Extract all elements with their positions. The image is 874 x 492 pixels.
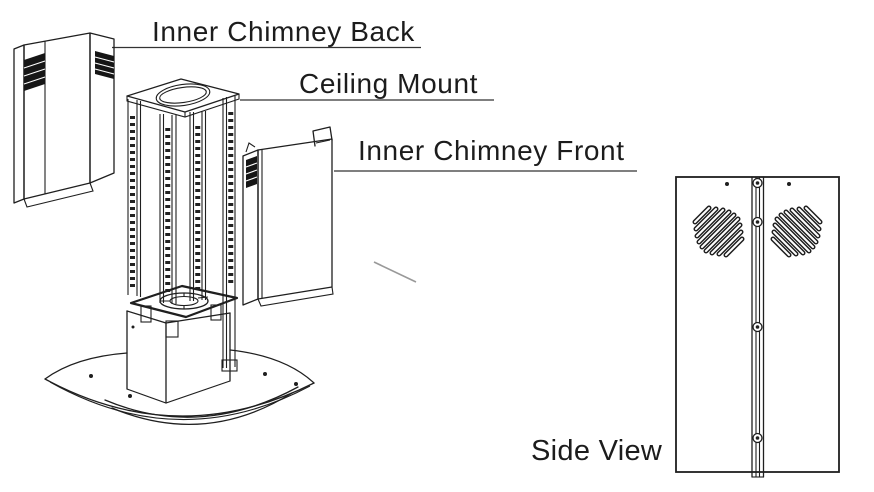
frame-posts	[127, 96, 236, 368]
front-panel-notch	[245, 142, 256, 153]
duct-box	[126, 310, 231, 404]
hood-shell-curves	[104, 386, 299, 425]
screw	[752, 216, 763, 228]
strip-screws	[752, 177, 763, 444]
stray-leader-mark	[373, 261, 417, 283]
range-hood-drawing	[44, 284, 315, 425]
label-inner-chimney-front: Inner Chimney Front	[358, 135, 625, 166]
label-ceiling-mount: Ceiling Mount	[299, 68, 478, 99]
duct-hole-outer	[155, 83, 211, 107]
post-perforations	[130, 112, 234, 296]
label-side-view: Side View	[531, 435, 663, 467]
screw-hole	[787, 182, 791, 186]
back-panel-left-flange	[13, 44, 25, 204]
vent-slots-left	[692, 205, 745, 258]
glass-back-edge-right	[229, 349, 315, 384]
back-panel-bottom-lip	[23, 182, 94, 208]
screw	[752, 177, 763, 189]
fan-mount-plate	[129, 284, 239, 319]
ceiling-plate-thickness	[126, 94, 240, 118]
front-panel-main-face	[257, 138, 333, 300]
back-panel-right-flange	[89, 32, 115, 184]
inner-chimney-back-drawing	[13, 32, 115, 208]
duct-hole-inner	[159, 86, 207, 104]
ceiling-mount-drawing	[126, 78, 240, 368]
screw	[752, 321, 763, 333]
label-inner-chimney-back: Inner Chimney Back	[152, 16, 415, 47]
glass-back-edge-left	[44, 352, 128, 380]
screw	[752, 432, 763, 444]
vent-slots-right	[770, 205, 823, 258]
screw-hole	[725, 182, 729, 186]
glass-canopy	[44, 349, 315, 421]
front-panel-top-tab	[312, 126, 333, 147]
front-panel-bottom-lip	[257, 286, 334, 307]
center-joint-strip	[751, 176, 765, 478]
inner-chimney-front-drawing	[242, 126, 334, 307]
side-view-drawing	[675, 176, 840, 478]
glass-front-edge	[44, 378, 315, 417]
